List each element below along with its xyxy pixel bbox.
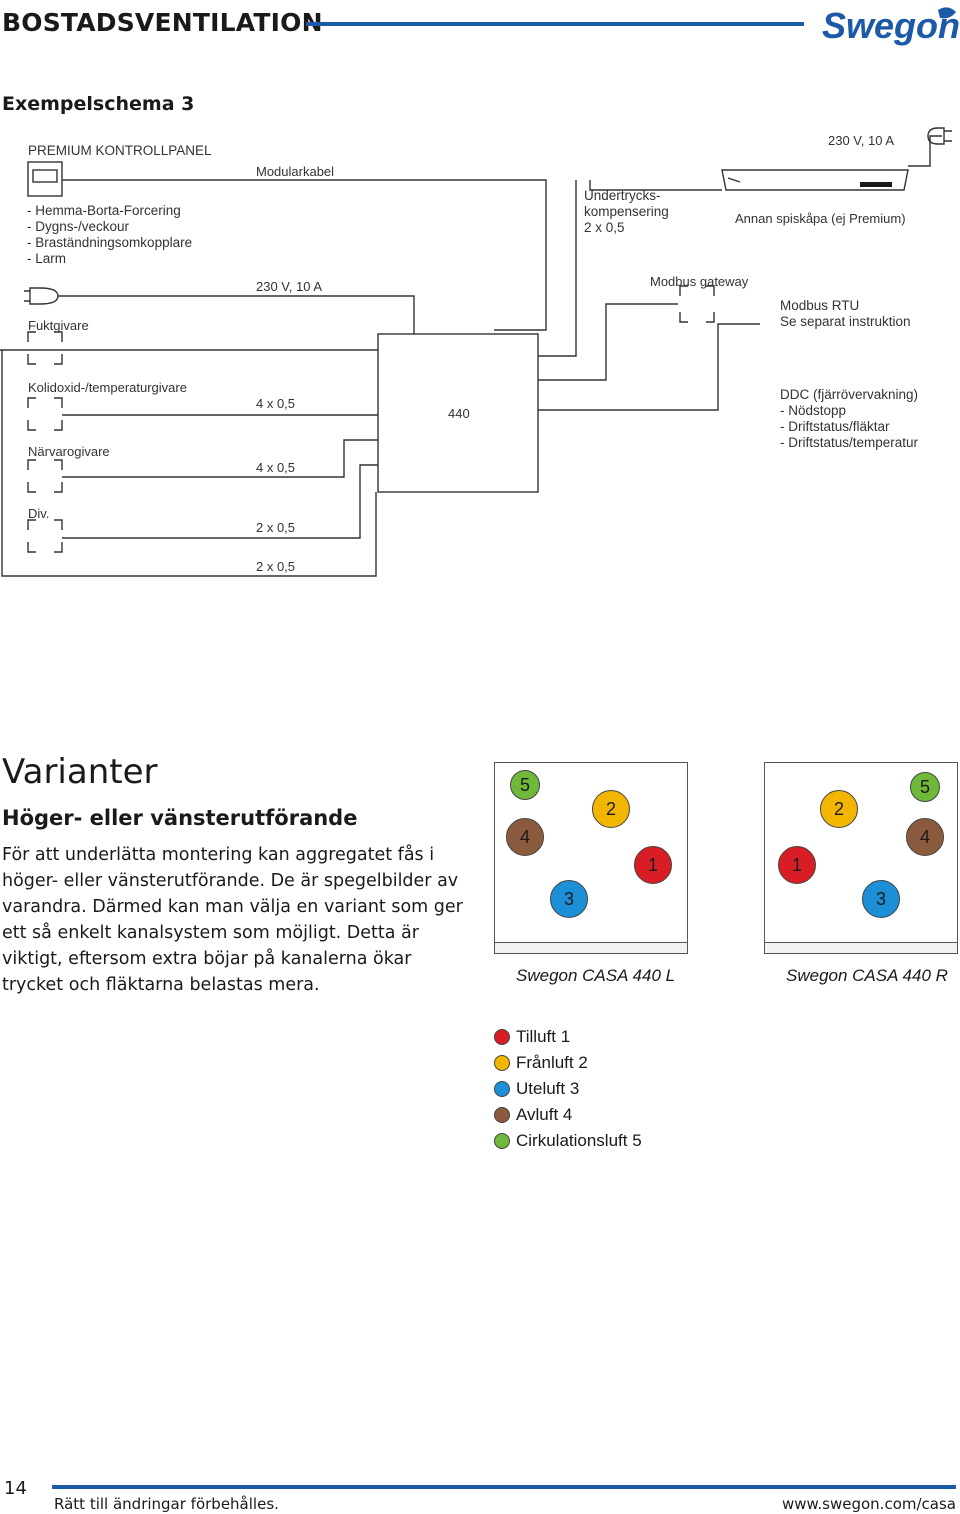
unit-left-connection-1: 1	[634, 846, 672, 884]
unit-right-outline	[764, 762, 958, 949]
plug-left-icon	[24, 287, 59, 305]
unit-left-connection-4: 4	[506, 818, 544, 856]
power-right-line	[908, 135, 942, 167]
kolidoxid-sensor-icon	[27, 397, 63, 431]
div-line-b	[1, 350, 377, 577]
cirkulationsluft-dot-icon	[494, 1133, 510, 1149]
cable-4x05-b-label: 4 x 0,5	[256, 460, 295, 475]
narvaro-sensor-icon	[27, 459, 63, 493]
varianter-title: Varianter	[2, 752, 158, 792]
unit-left-caption: Swegon CASA 440 L	[516, 966, 676, 985]
modbus-rtu-label: Modbus RTU Se separat instruktion	[780, 298, 911, 329]
plug-right-icon	[927, 127, 952, 145]
unit-left-connection-2: 2	[592, 790, 630, 828]
unit-left-base	[494, 942, 688, 954]
modbus-gateway-label: Modbus gateway	[650, 274, 749, 289]
legend-item-uteluft: Uteluft 3	[494, 1076, 642, 1102]
power-left-label: 230 V, 10 A	[256, 279, 322, 294]
legend-item-franluft: Frånluft 2	[494, 1050, 642, 1076]
legend-label: Cirkulationsluft 5	[516, 1131, 642, 1150]
footer-url[interactable]: www.swegon.com/casa	[781, 1495, 956, 1513]
logo-text: Swegon	[822, 5, 960, 46]
cable-2x05-b-label: 2 x 0,5	[256, 559, 295, 574]
modular-cable-line	[62, 179, 547, 331]
unit-left-outline	[494, 762, 688, 949]
wiring-diagram: PREMIUM KONTROLLPANEL Modularkabel 230 V…	[0, 127, 952, 577]
power-left-line	[58, 295, 415, 334]
unit-440-box	[377, 333, 539, 493]
uteluft-dot-icon	[494, 1081, 510, 1097]
unit-left-connection-3: 3	[550, 880, 588, 918]
fuktgivare-label: Fuktgivare	[28, 318, 89, 333]
unit-440-label: 440	[448, 406, 470, 421]
page-number: 14	[4, 1478, 27, 1499]
undertryck-label: Undertrycks- kompensering 2 x 0,5	[584, 188, 669, 235]
cable-4x05-a-label: 4 x 0,5	[256, 396, 295, 411]
legend-item-tilluft: Tilluft 1	[494, 1024, 642, 1050]
footer-rule	[52, 1485, 956, 1489]
footer-disclaimer: Rätt till ändringar förbehålles.	[54, 1495, 279, 1513]
control-panel-screen	[32, 169, 58, 183]
div-line-a	[62, 464, 378, 539]
panel-features-list: - Hemma-Borta-Forcering - Dygns-/veckour…	[27, 203, 193, 266]
swegon-logo: Swegon	[822, 5, 960, 46]
fuktgivare-sensor-icon	[27, 331, 63, 365]
modbus-rtu-line	[538, 323, 760, 411]
header-rule	[306, 22, 804, 26]
unit-right-connection-5: 5	[910, 772, 940, 802]
spiskapa-line	[589, 180, 722, 191]
unit-right-base	[764, 942, 958, 954]
kolidoxid-label: Kolidoxid-/temperaturgivare	[28, 380, 187, 395]
power-right-label: 230 V, 10 A	[828, 133, 894, 148]
control-panel-device	[27, 161, 63, 197]
varianter-subtitle: Höger- eller vänsterutförande	[2, 806, 358, 830]
unit-left-connection-5: 5	[510, 770, 540, 800]
div-label: Div.	[28, 506, 49, 521]
varianter-paragraph: För att underlätta montering kan aggrega…	[2, 845, 463, 995]
unit-right-connection-1: 1	[778, 846, 816, 884]
legend-label: Frånluft 2	[516, 1053, 588, 1072]
undertryck-line	[538, 180, 577, 357]
div-sensor-icon	[27, 519, 63, 553]
narvaro-line	[62, 439, 378, 478]
unit-right-connection-3: 3	[862, 880, 900, 918]
modbus-gateway-line	[538, 303, 678, 381]
ddc-label: DDC (fjärrövervakning) - Nödstopp - Drif…	[780, 387, 919, 450]
legend-item-cirkulationsluft: Cirkulationsluft 5	[494, 1128, 642, 1154]
panel-title-label: PREMIUM KONTROLLPANEL	[28, 143, 212, 158]
tilluft-dot-icon	[494, 1029, 510, 1045]
avluft-dot-icon	[494, 1107, 510, 1123]
airflow-legend: Tilluft 1 Frånluft 2 Uteluft 3 Avluft 4 …	[494, 1024, 642, 1154]
legend-label: Uteluft 3	[516, 1079, 580, 1098]
spiskapa-label: Annan spiskåpa (ej Premium)	[735, 211, 906, 226]
modbus-gateway-icon	[679, 285, 715, 323]
logo-leaf-icon	[938, 7, 956, 19]
unit-right-caption: Swegon CASA 440 R	[786, 966, 948, 985]
legend-label: Tilluft 1	[516, 1027, 571, 1046]
spiskapa-hood	[721, 169, 909, 191]
modularkabel-label: Modularkabel	[256, 164, 334, 179]
unit-right-connection-4: 4	[906, 818, 944, 856]
spiskapa-slot	[860, 182, 892, 187]
cable-2x05-a-label: 2 x 0,5	[256, 520, 295, 535]
section-title: Exempelschema 3	[2, 93, 195, 115]
legend-item-avluft: Avluft 4	[494, 1102, 642, 1128]
page-header-title: BOSTADSVENTILATION	[2, 8, 323, 37]
unit-right-connection-2: 2	[820, 790, 858, 828]
franluft-dot-icon	[494, 1055, 510, 1071]
legend-label: Avluft 4	[516, 1105, 573, 1124]
narvaro-label: Närvarogivare	[28, 444, 110, 459]
